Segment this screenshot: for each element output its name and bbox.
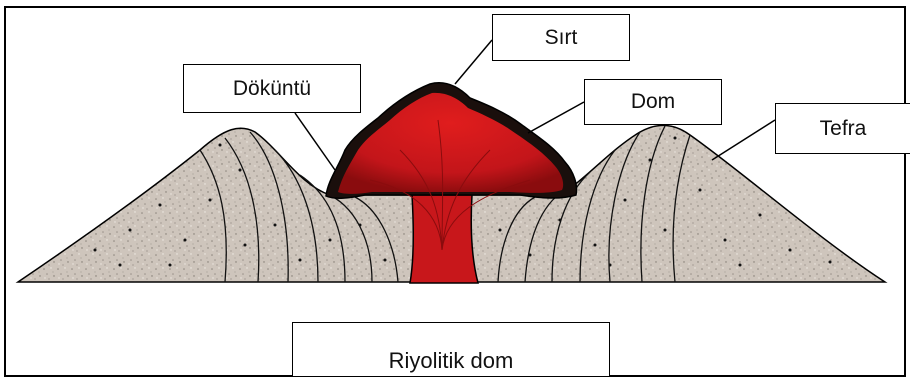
label-sirt: Sırt [492,14,630,61]
label-dokuntu: Döküntü [183,64,361,113]
caption-riyolitik-dom: Riyolitik dom [292,322,610,377]
label-tefra: Tefra [775,103,910,154]
lava-dome [338,93,563,194]
label-dom: Dom [584,79,722,125]
